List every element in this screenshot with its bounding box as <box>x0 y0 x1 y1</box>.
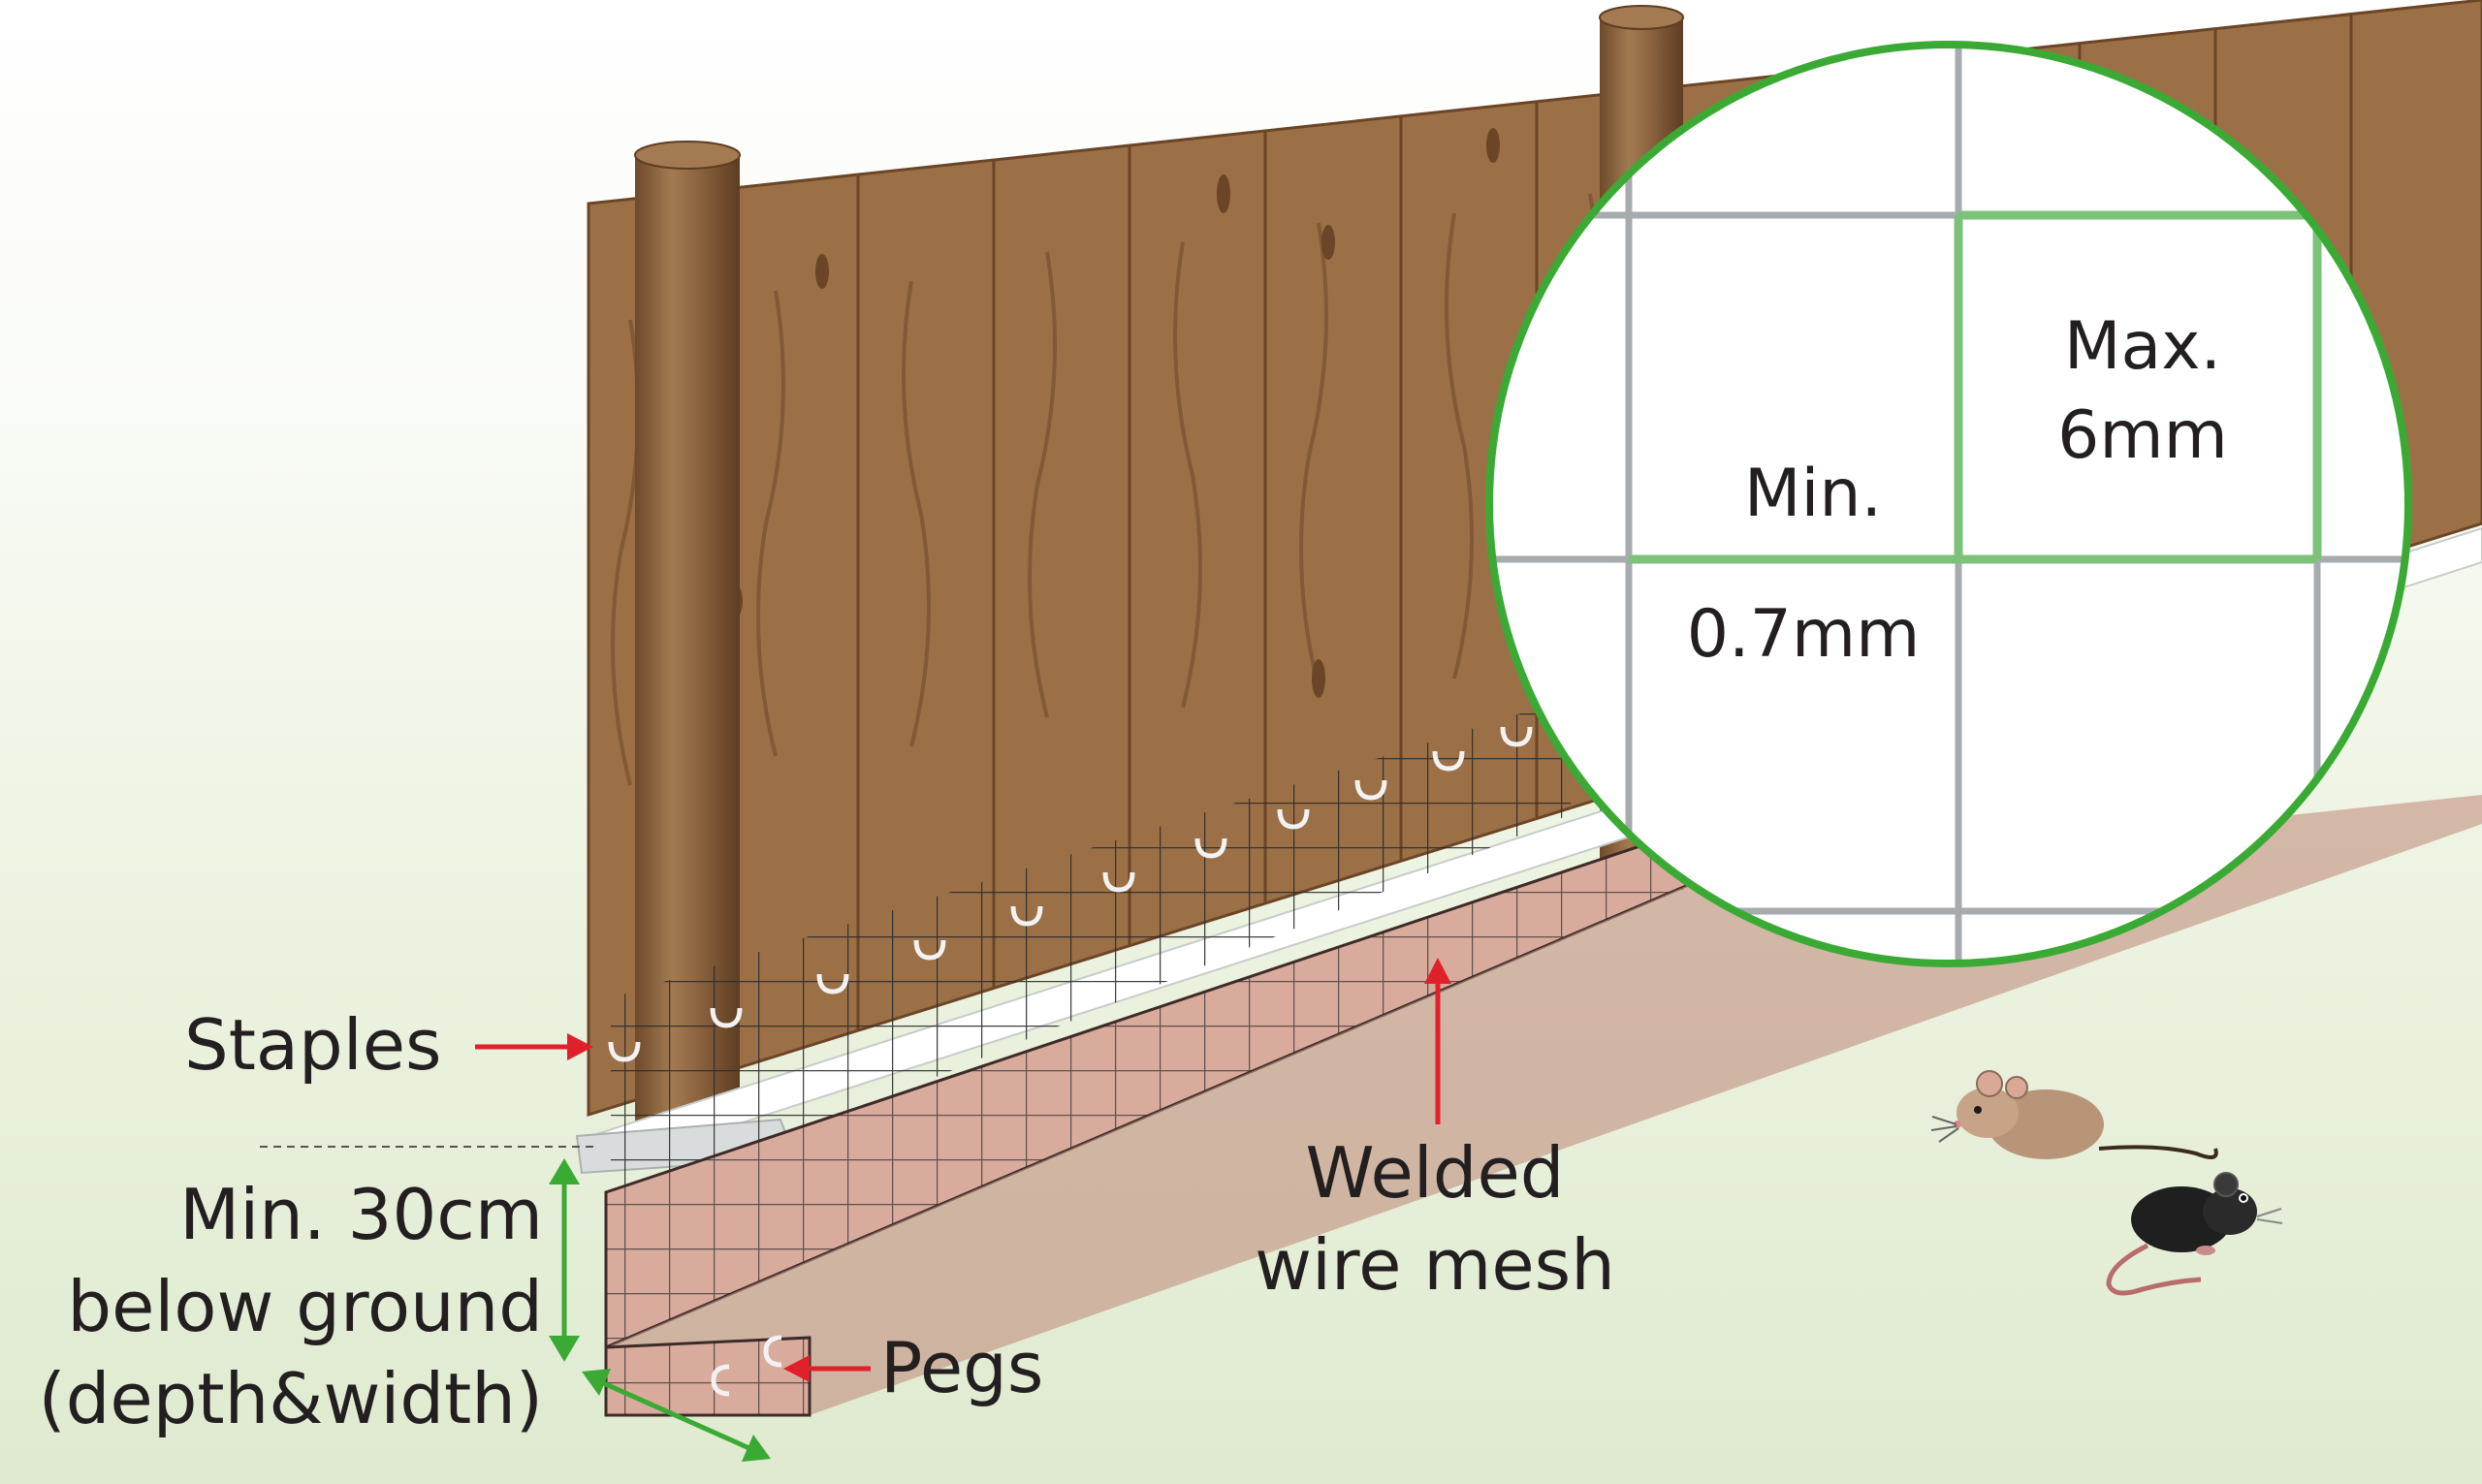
black-mouse-icon <box>2106 1172 2283 1296</box>
depth-label-line1: Min. 30cm <box>179 1174 543 1255</box>
staples-label: Staples <box>184 1004 442 1086</box>
depth-label-line3: (depth&width) <box>38 1358 543 1439</box>
depth-arrow <box>549 1158 580 1362</box>
staples-arrow <box>475 1033 593 1060</box>
staples <box>608 726 1533 1062</box>
zoom-min-line2: 0.7mm <box>1686 596 1921 673</box>
mesh-label-line2: wire mesh <box>1255 1224 1615 1306</box>
zoom-max-line2: 6mm <box>2057 397 2228 474</box>
pegs-arrow <box>783 1355 871 1382</box>
brown-mouse-icon <box>1930 1070 2218 1159</box>
mesh-arrow <box>1424 958 1451 1124</box>
depth-label-line2: below ground <box>67 1266 543 1347</box>
welded-wire-mesh <box>611 698 1571 1212</box>
mesh-zoom-circle <box>1485 41 2412 967</box>
pegs-label: Pegs <box>880 1327 1044 1408</box>
zoom-min-line1: Min. <box>1743 456 1883 532</box>
width-arrow <box>582 1369 771 1462</box>
pegs <box>711 1335 782 1397</box>
mesh-label-line1: Welded <box>1305 1132 1565 1214</box>
zoom-max-line1: Max. <box>2063 308 2222 385</box>
